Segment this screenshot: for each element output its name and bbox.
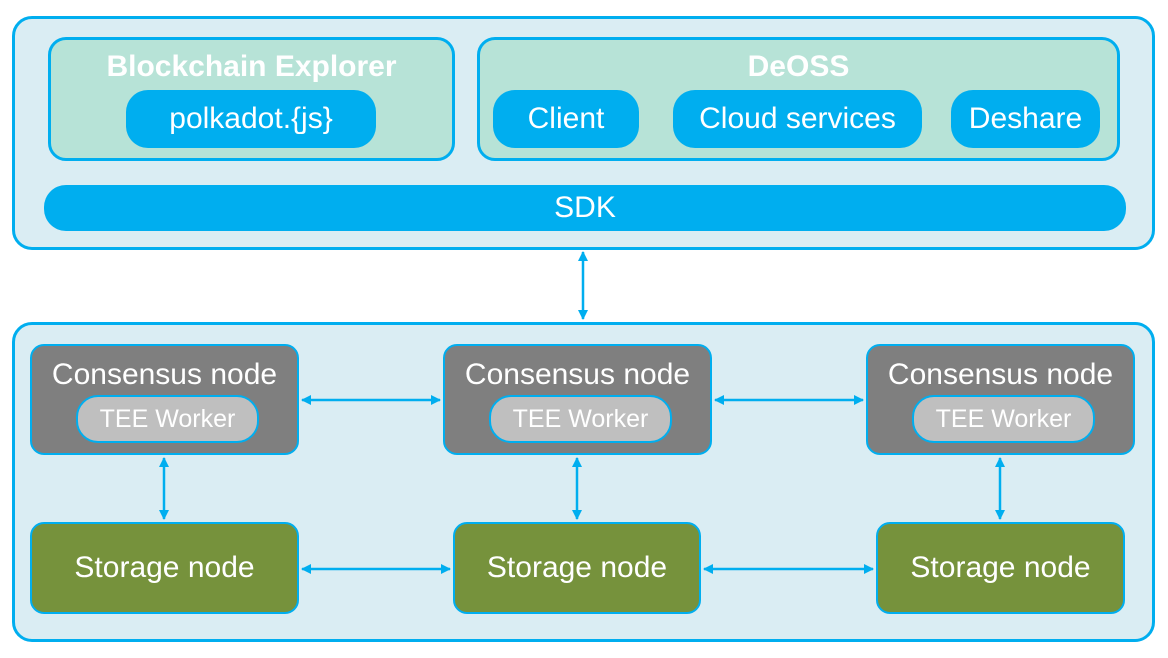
storage-node-2: Storage node xyxy=(453,522,701,614)
consensus-node-1: Consensus node TEE Worker xyxy=(30,344,299,455)
consensus-node-label: Consensus node xyxy=(464,358,691,391)
tee-worker-3: TEE Worker xyxy=(912,395,1095,443)
consensus-node-3: Consensus node TEE Worker xyxy=(866,344,1135,455)
polkadot-js-box: polkadot.{js} xyxy=(126,90,376,148)
consensus-node-label: Consensus node xyxy=(51,358,278,391)
sdk-bar: SDK xyxy=(44,185,1126,231)
storage-node-3: Storage node xyxy=(876,522,1125,614)
consensus-node-label: Consensus node xyxy=(887,358,1114,391)
consensus-node-2: Consensus node TEE Worker xyxy=(443,344,712,455)
tee-worker-1: TEE Worker xyxy=(76,395,259,443)
client-box: Client xyxy=(493,90,639,148)
blockchain-explorer-title: Blockchain Explorer xyxy=(106,50,397,83)
tee-worker-2: TEE Worker xyxy=(489,395,672,443)
deshare-box: Deshare xyxy=(951,90,1100,148)
deoss-title: DeOSS xyxy=(747,50,850,83)
cloud-services-box: Cloud services xyxy=(673,90,922,148)
storage-node-1: Storage node xyxy=(30,522,299,614)
